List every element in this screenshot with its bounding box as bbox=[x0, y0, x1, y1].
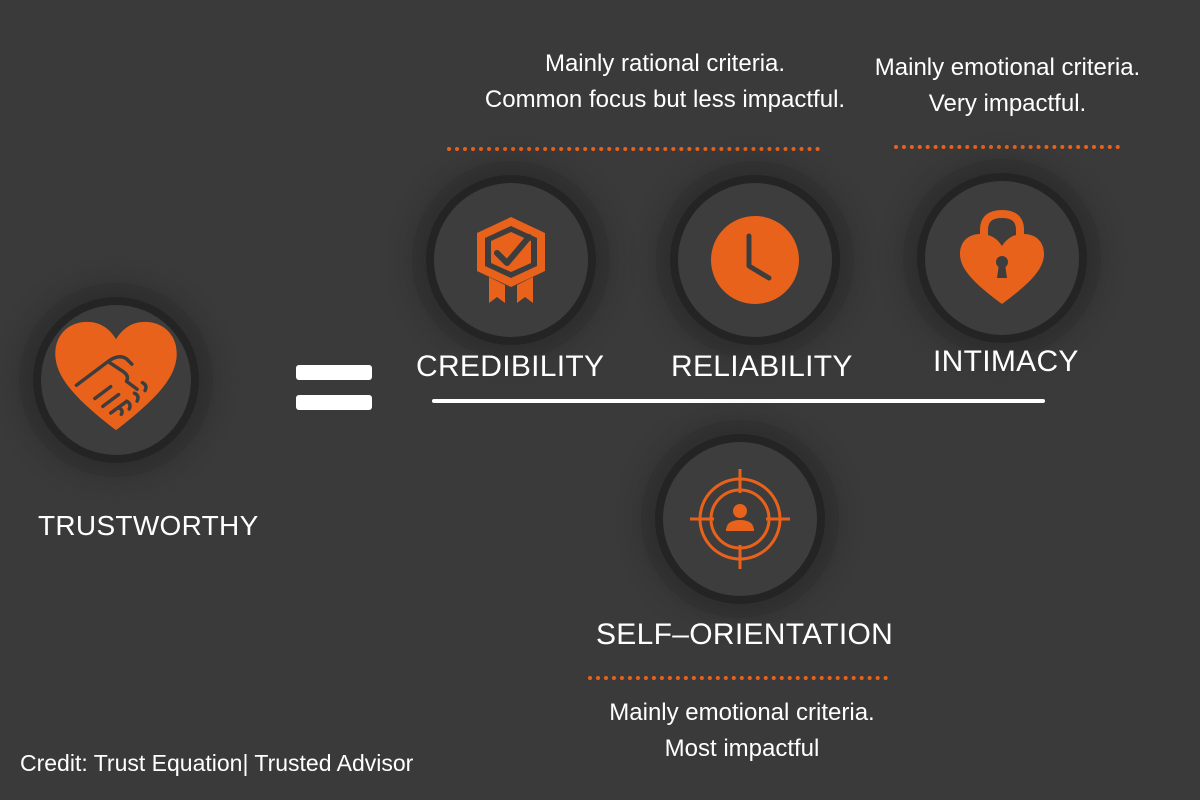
target-person-icon bbox=[690, 469, 790, 569]
emotional-criteria-note-top: Mainly emotional criteria. Very impactfu… bbox=[845, 50, 1170, 122]
equals-sign-top-bar bbox=[296, 365, 372, 380]
heart-padlock-icon bbox=[960, 209, 1044, 304]
self-orientation-circle bbox=[663, 442, 817, 596]
emotional-bottom-note-line2: Most impactful bbox=[664, 735, 820, 762]
rational-note-line2: Common focus but less impactful. bbox=[484, 86, 846, 113]
emotional-top-note-line1: Mainly emotional criteria. bbox=[874, 54, 1141, 81]
intimacy-label: INTIMACY bbox=[933, 345, 1079, 378]
reliability-circle bbox=[678, 183, 832, 337]
rational-dotted-divider bbox=[447, 147, 820, 151]
fraction-line bbox=[432, 399, 1045, 403]
credit-text: Credit: Trust Equation| Trusted Advisor bbox=[20, 750, 414, 776]
heart-handshake-icon bbox=[55, 321, 177, 431]
equals-sign-bottom-bar bbox=[296, 395, 372, 410]
emotional-criteria-note-bottom: Mainly emotional criteria. Most impactfu… bbox=[580, 695, 904, 767]
emotional-bottom-dotted-divider bbox=[588, 676, 888, 680]
emotional-bottom-note-line1: Mainly emotional criteria. bbox=[609, 699, 875, 726]
reliability-label: RELIABILITY bbox=[671, 350, 853, 383]
self-orientation-label: SELF–ORIENTATION bbox=[596, 618, 894, 651]
rational-note-line1: Mainly rational criteria. bbox=[544, 50, 786, 77]
credibility-circle bbox=[434, 183, 588, 337]
trustworthy-circle bbox=[41, 305, 191, 455]
emotional-top-dotted-divider bbox=[894, 145, 1120, 149]
emotional-top-note-line2: Very impactful. bbox=[928, 90, 1087, 117]
badge-check-icon bbox=[477, 217, 545, 303]
clock-icon bbox=[711, 216, 799, 304]
rational-criteria-note: Mainly rational criteria. Common focus b… bbox=[415, 46, 915, 118]
intimacy-circle bbox=[925, 181, 1079, 335]
trustworthy-label: TRUSTWORTHY bbox=[38, 510, 259, 541]
credibility-label: CREDIBILITY bbox=[416, 350, 605, 383]
